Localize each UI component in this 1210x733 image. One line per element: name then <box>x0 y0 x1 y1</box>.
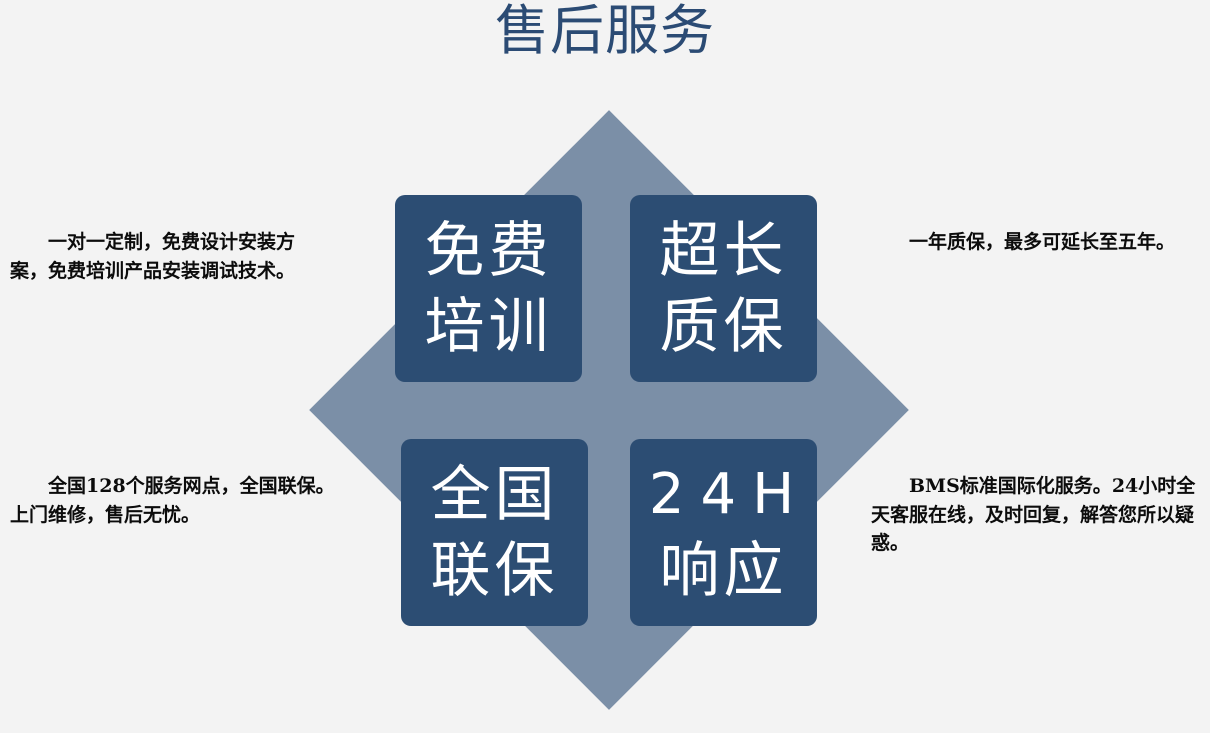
service-tile-title-line1: 全国 <box>430 459 559 530</box>
service-description-extended-warranty: 一年质保，最多可延长至五年。 <box>909 231 1176 253</box>
service-tile-title-line1: 免费 <box>424 215 553 286</box>
service-tile-extended-warranty: 超长 质保 <box>630 195 817 382</box>
service-description-free-training: 一对一定制，免费设计安装方案，免费培训产品安装调试技术。 <box>10 231 296 282</box>
service-tile-24h-response: 24H 响应 <box>630 439 817 626</box>
service-tile-title-line1: 24H <box>648 461 811 527</box>
page-title: 售后服务 <box>495 0 715 62</box>
service-tile-free-training: 免费 培训 <box>395 195 582 382</box>
service-tile-nationwide-warranty: 全国 联保 <box>401 439 588 626</box>
service-tile-title-line2: 质保 <box>659 291 788 362</box>
service-tile-title-line1: 超长 <box>659 215 788 286</box>
service-description-nationwide-warranty: 全国128个服务网点，全国联保。上门维修，售后无忧。 <box>10 475 335 526</box>
service-tile-title-line2: 响应 <box>659 535 788 606</box>
service-description-24h-response: BMS标准国际化服务。24小时全天客服在线，及时回复，解答您所以疑惑。 <box>871 475 1196 554</box>
service-tile-title-line2: 培训 <box>424 291 553 362</box>
service-tile-title-line2: 联保 <box>430 535 559 606</box>
